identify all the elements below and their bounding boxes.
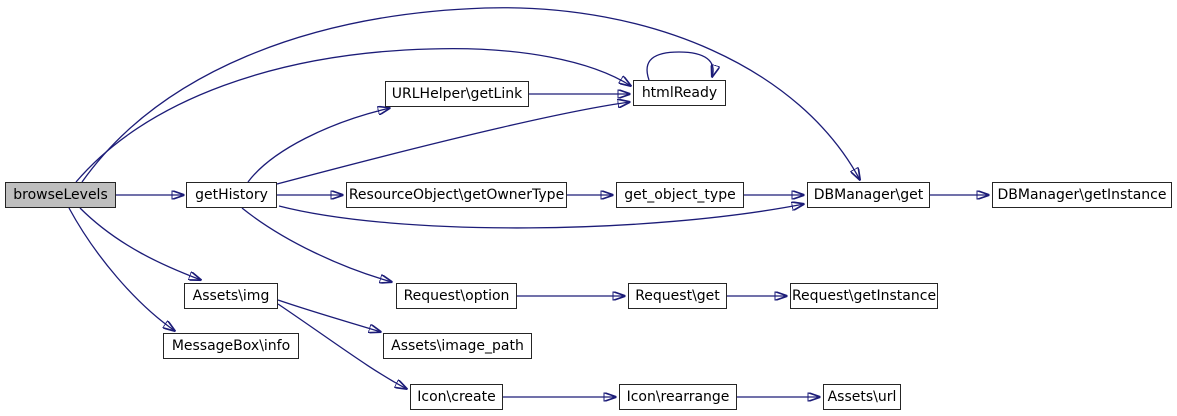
edge-browseLevels-DBManager-get bbox=[81, 7, 860, 182]
edge-browseLevels-Assets-img bbox=[79, 207, 201, 280]
node-Assets-url[interactable]: Assets\url bbox=[823, 384, 901, 410]
edge-browseLevels-MessageBox-info bbox=[68, 207, 175, 331]
edge-Assets-img-Assets-image_path bbox=[277, 299, 381, 332]
node-ResourceObject-getOwnerType[interactable]: ResourceObject\getOwnerType bbox=[346, 182, 567, 208]
edge-getHistory-DBManager-get bbox=[278, 204, 804, 229]
edge-getHistory-URLHelper-getLink bbox=[247, 108, 390, 183]
edge-browseLevels-htmlReady bbox=[75, 47, 631, 183]
node-DBManager-get[interactable]: DBManager\get bbox=[807, 182, 930, 208]
node-Assets-image_path[interactable]: Assets\image_path bbox=[383, 333, 532, 359]
node-htmlReady[interactable]: htmlReady bbox=[633, 80, 726, 106]
edge-Assets-img-Icon-create bbox=[277, 303, 407, 389]
edge-htmlReady-self-loop bbox=[646, 51, 713, 81]
node-Icon-create[interactable]: Icon\create bbox=[410, 384, 503, 410]
node-Assets-img[interactable]: Assets\img bbox=[184, 283, 278, 309]
node-Request-option[interactable]: Request\option bbox=[396, 283, 517, 309]
node-getHistory[interactable]: getHistory bbox=[186, 182, 277, 208]
node-browseLevels: browseLevels bbox=[5, 182, 116, 208]
node-get_object_type[interactable]: get_object_type bbox=[616, 182, 744, 208]
node-Request-get[interactable]: Request\get bbox=[628, 283, 727, 309]
edge-getHistory-Request-option bbox=[241, 207, 392, 282]
node-URLHelper-getLink[interactable]: URLHelper\getLink bbox=[385, 81, 529, 107]
node-MessageBox-info[interactable]: MessageBox\info bbox=[163, 333, 299, 359]
node-Request-getInstance[interactable]: Request\getInstance bbox=[790, 283, 938, 309]
node-DBManager-getInstance[interactable]: DBManager\getInstance bbox=[992, 182, 1172, 208]
edge-getHistory-htmlReady bbox=[276, 102, 630, 185]
node-Icon-rearrange[interactable]: Icon\rearrange bbox=[619, 384, 737, 410]
